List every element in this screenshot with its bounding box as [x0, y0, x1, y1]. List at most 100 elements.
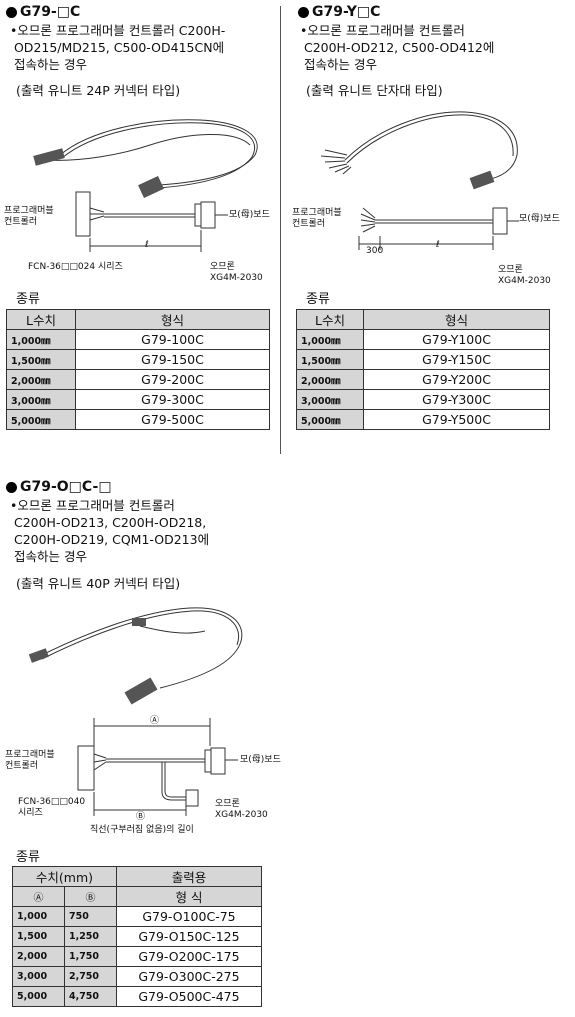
cell-code: G79-O100C-75 [115, 906, 263, 927]
s2-spec-table: L수치 형식 1,000㎜ G79-Y100C 1,500㎜ G79-Y150C… [296, 309, 550, 430]
cell-length: 3,000㎜ [6, 389, 76, 410]
s1-label-board: 모(母)보드 [229, 210, 270, 220]
s1-title: G79-□C [20, 4, 81, 20]
s3-label-a: Ⓐ [150, 716, 160, 726]
header-type: 형 식 [115, 886, 263, 907]
table-row: 5,000㎜ G79-500C [6, 409, 270, 430]
s2-cable-illustration [320, 111, 518, 190]
cell-code: G79-Y100C [363, 329, 550, 350]
header-a: Ⓐ [12, 886, 65, 907]
s2-label-xg: 오므론 XG4M-2030 [498, 265, 551, 286]
s3-kind-heading: 종류 [16, 850, 40, 865]
s2-heading: G79-Y□C [298, 4, 380, 20]
s3-label-xg: 오므론 XG4M-2030 [215, 799, 268, 820]
cell-a: 5,000 [12, 986, 65, 1007]
s1-label-length: ℓ [145, 240, 149, 250]
cell-code: G79-Y500C [363, 409, 550, 430]
cell-code: G79-O200C-175 [115, 946, 263, 967]
cell-code: G79-100C [75, 329, 270, 350]
s2-label-plc: 프로그래머블 컨트롤러 [292, 208, 342, 229]
table-row: 2,000㎜ G79-200C [6, 369, 270, 390]
table-row: 1,000㎜ G79-Y100C [296, 329, 550, 350]
s1-subtype: (출력 유니트 24P 커넥터 타입) [16, 83, 181, 98]
cell-a: 2,000 [12, 946, 65, 967]
s1-description: •오므론 프로그래머블 컨트롤러 C200H- OD215/MD215, C50… [10, 23, 226, 72]
cell-code: G79-O500C-475 [115, 986, 263, 1007]
cell-length: 1,500㎜ [296, 349, 364, 370]
s3-title: G79-O□C-□ [20, 479, 112, 495]
s2-label-300: 300 [366, 246, 384, 256]
table-header-row: L수치 형식 [296, 309, 550, 330]
cell-code: G79-150C [75, 349, 270, 370]
s2-description: •오므론 프로그래머블 컨트롤러 C200H-OD212, C500-OD412… [300, 23, 495, 72]
s1-cable-illustration [33, 119, 258, 198]
cell-b: 750 [63, 906, 117, 927]
table-row: 1,000 750 G79-O100C-75 [12, 906, 263, 927]
cell-b: 4,750 [63, 986, 117, 1007]
cell-length: 1,000㎜ [6, 329, 76, 350]
cell-code: G79-Y150C [363, 349, 550, 370]
bullet-dot-icon [6, 481, 17, 493]
cell-code: G79-Y300C [363, 389, 550, 410]
s1-kind-heading: 종류 [16, 292, 40, 307]
cell-a: 1,000 [12, 906, 65, 927]
s2-title: G79-Y□C [312, 4, 381, 20]
s1-label-plc: 프로그래머블 컨트롤러 [4, 206, 54, 227]
cell-b: 1,750 [63, 946, 117, 967]
s3-label-plc: 프로그래머블 컨트롤러 [5, 750, 55, 771]
cell-b: 1,250 [63, 926, 117, 947]
column-divider [280, 6, 281, 454]
table-header-row: L수치 형식 [6, 309, 270, 330]
s1-spec-table: L수치 형식 1,000㎜ G79-100C 1,500㎜ G79-150C 2… [6, 309, 270, 430]
s3-label-b: Ⓑ [136, 812, 146, 822]
table-row: 1,500㎜ G79-150C [6, 349, 270, 370]
header-dimension: 수치(mm) [12, 866, 117, 887]
cell-b: 2,750 [63, 966, 117, 987]
cell-code: G79-300C [75, 389, 270, 410]
cell-code: G79-Y200C [363, 369, 550, 390]
s3-spec-table: 수치(mm) 출력용 Ⓐ Ⓑ 형 식 1,000 750 G79-O100C-7… [12, 866, 263, 1007]
table-row: 3,000 2,750 G79-O300C-275 [12, 966, 263, 987]
s1-heading: G79-□C [6, 4, 80, 20]
table-row: 1,000㎜ G79-100C [6, 329, 270, 350]
s2-label-board: 모(母)보드 [519, 214, 560, 224]
s3-heading: G79-O□C-□ [6, 479, 112, 495]
s1-label-xg: 오므론 XG4M-2030 [210, 262, 263, 283]
cell-code: G79-O150C-125 [115, 926, 263, 947]
table-row: 5,000 4,750 G79-O500C-475 [12, 986, 263, 1007]
cell-code: G79-500C [75, 409, 270, 430]
header-length: L수치 [296, 309, 364, 330]
cell-length: 2,000㎜ [6, 369, 76, 390]
table-row: 1,500 1,250 G79-O150C-125 [12, 926, 263, 947]
s1-label-fcn: FCN-36□□024 시리즈 [28, 262, 123, 272]
cell-code: G79-200C [75, 369, 270, 390]
s3-dimension-diagram [77, 718, 238, 816]
cell-length: 3,000㎜ [296, 389, 364, 410]
s3-subtype: (출력 유니트 40P 커넥터 타입) [16, 576, 181, 591]
s3-description: •오므론 프로그래머블 컨트롤러 C200H-OD213, C200H-OD21… [10, 498, 210, 564]
s2-label-length: ℓ [436, 240, 440, 250]
header-type: 형식 [75, 309, 270, 330]
header-b: Ⓑ [63, 886, 117, 907]
table-row: 3,000㎜ G79-Y300C [296, 389, 550, 410]
bullet-dot-icon [298, 6, 309, 18]
cell-length: 1,000㎜ [296, 329, 364, 350]
cell-a: 1,500 [12, 926, 65, 947]
s3-label-board: 모(母)보드 [240, 755, 281, 765]
table-row: 2,000 1,750 G79-O200C-175 [12, 946, 263, 967]
table-row: 3,000㎜ G79-300C [6, 389, 270, 410]
s2-kind-heading: 종류 [306, 292, 330, 307]
s1-dimension-diagram [75, 191, 228, 252]
header-type: 형식 [363, 309, 550, 330]
s2-dimension-diagram [358, 207, 519, 250]
cell-a: 3,000 [12, 966, 65, 987]
s3-label-fcn: FCN-36□□040 시리즈 [18, 797, 86, 818]
cell-length: 5,000㎜ [6, 409, 76, 430]
s3-label-straight-length: 직선(구부러짐 없음)의 길이 [90, 825, 194, 835]
cell-length: 5,000㎜ [296, 409, 364, 430]
table-row: 2,000㎜ G79-Y200C [296, 369, 550, 390]
cell-length: 2,000㎜ [296, 369, 364, 390]
table-header-row: Ⓐ Ⓑ 형 식 [12, 886, 263, 907]
table-row: 1,500㎜ G79-Y150C [296, 349, 550, 370]
cell-length: 1,500㎜ [6, 349, 76, 370]
